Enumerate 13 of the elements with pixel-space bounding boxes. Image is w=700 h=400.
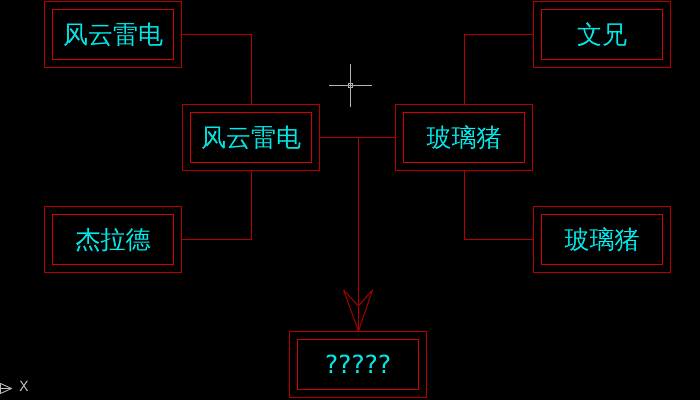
connector-line bbox=[182, 170, 252, 240]
process-box: ????? bbox=[289, 331, 427, 398]
process-box: 杰拉德 bbox=[44, 206, 182, 273]
connector-line bbox=[464, 34, 534, 104]
axis-label: X bbox=[19, 380, 29, 394]
process-box: 风云雷电 bbox=[182, 104, 320, 171]
connector-line bbox=[182, 34, 252, 104]
process-box: 玻璃猪 bbox=[533, 206, 671, 273]
connector-line bbox=[464, 170, 534, 240]
process-box: 文兄 bbox=[533, 1, 671, 68]
arrow bbox=[343, 137, 396, 332]
process-box: 风云雷电 bbox=[44, 1, 182, 68]
process-box: 玻璃猪 bbox=[395, 104, 533, 171]
